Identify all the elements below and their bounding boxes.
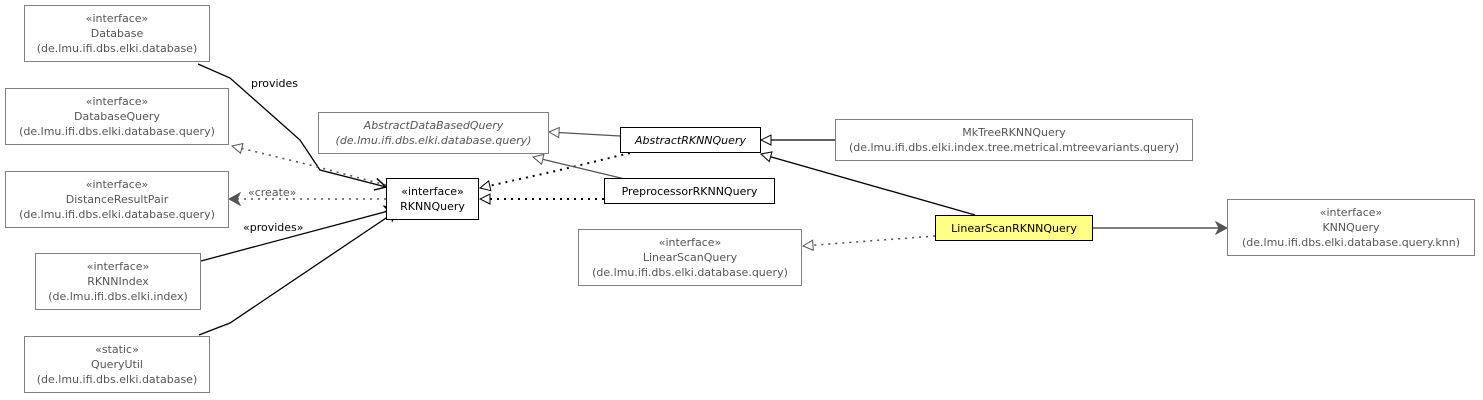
- stereotype-label: «interface»: [85, 95, 149, 108]
- class-name: LinearScanQuery: [642, 251, 738, 264]
- edge-label-provides: provides: [251, 77, 298, 90]
- edge-rknnindex-provides-rknnquery: [200, 209, 396, 262]
- class-preprocessorrknnquery[interactable]: PreprocessorRKNNQuery: [604, 178, 775, 204]
- stereotype-label: «interface»: [86, 260, 150, 273]
- class-rknnindex[interactable]: «interface» RKNNIndex (de.lmu.ifi.dbs.el…: [35, 253, 201, 310]
- edge-label-create: «create»: [248, 186, 296, 199]
- class-database[interactable]: «interface» Database (de.lmu.ifi.dbs.elk…: [24, 5, 210, 62]
- edge-label-provides-stereo: «provides»: [243, 221, 304, 234]
- edge-linearscanrknnquery-extends-abstractrknnquery: [761, 154, 976, 216]
- class-mktreerknnquery[interactable]: MkTreeRKNNQuery (de.lmu.ifi.dbs.elki.ind…: [835, 119, 1193, 161]
- class-name: DatabaseQuery: [74, 110, 160, 123]
- edge-database-provides-rknnquery: [197, 63, 388, 191]
- class-knnquery[interactable]: «interface» KNNQuery (de.lmu.ifi.dbs.elk…: [1227, 199, 1475, 256]
- class-abstractdatabasedquery[interactable]: AbstractDataBasedQuery (de.lmu.ifi.dbs.e…: [318, 112, 549, 154]
- class-name: RKNNIndex: [87, 275, 149, 288]
- class-name: DistanceResultPair: [65, 193, 169, 206]
- class-name: AbstractRKNNQuery: [635, 133, 746, 147]
- package-label: (de.lmu.ifi.dbs.elki.database.query.knn): [1242, 236, 1460, 249]
- class-abstractrknnquery[interactable]: AbstractRKNNQuery: [620, 127, 761, 153]
- stereotype-label: «interface»: [401, 185, 464, 198]
- edge-abstractrknnquery-extends-abstractdatabasedquery: [549, 132, 621, 136]
- edge-linearscanrknnquery-realizes-linearscanquery: [803, 235, 936, 246]
- package-label: (de.lmu.ifi.dbs.elki.database.query): [19, 125, 215, 138]
- class-databasequery[interactable]: «interface» DatabaseQuery (de.lmu.ifi.db…: [5, 88, 229, 145]
- class-name: KNNQuery: [1322, 221, 1380, 234]
- stereotype-label: «interface»: [85, 178, 149, 191]
- package-label: (de.lmu.ifi.dbs.elki.database): [36, 373, 198, 386]
- class-linearscanrknnquery[interactable]: LinearScanRKNNQuery: [935, 215, 1093, 241]
- edge-rknnquery-realizes-databasequery: [232, 146, 387, 186]
- class-name: LinearScanRKNNQuery: [951, 221, 1077, 235]
- stereotype-label: «static»: [95, 343, 139, 356]
- class-linearscanquery[interactable]: «interface» LinearScanQuery (de.lmu.ifi.…: [578, 229, 802, 286]
- edge-abstractrknnquery-realizes-rknnquery: [480, 152, 631, 188]
- edge-preprocessorrknnquery-extends-abstractdatabasedquery: [533, 157, 626, 180]
- package-label: (de.lmu.ifi.dbs.elki.database): [36, 42, 198, 55]
- edge-queryutil-rknnquery: [198, 210, 398, 336]
- package-label: (de.lmu.ifi.dbs.elki.database.query): [19, 208, 215, 221]
- class-name: AbstractDataBasedQuery: [363, 119, 504, 132]
- package-label: (de.lmu.ifi.dbs.elki.database.query): [592, 266, 788, 279]
- stereotype-label: «interface»: [85, 12, 149, 25]
- class-name: MkTreeRKNNQuery: [962, 126, 1066, 139]
- package-label: (de.lmu.ifi.dbs.elki.index.tree.metrical…: [848, 141, 1180, 154]
- class-name: QueryUtil: [91, 358, 143, 371]
- class-rknnquery[interactable]: «interface» RKNNQuery: [386, 178, 479, 220]
- stereotype-label: «interface»: [658, 236, 722, 249]
- class-queryutil[interactable]: «static» QueryUtil (de.lmu.ifi.dbs.elki.…: [24, 336, 210, 393]
- class-distanceresultpair[interactable]: «interface» DistanceResultPair (de.lmu.i…: [5, 171, 229, 228]
- package-label: (de.lmu.ifi.dbs.elki.index): [48, 290, 188, 303]
- class-name: RKNNQuery: [400, 200, 465, 213]
- stereotype-label: «interface»: [1319, 206, 1383, 219]
- class-name: PreprocessorRKNNQuery: [621, 184, 758, 198]
- class-name: Database: [90, 27, 144, 40]
- package-label: (de.lmu.ifi.dbs.elki.database.query): [335, 134, 532, 147]
